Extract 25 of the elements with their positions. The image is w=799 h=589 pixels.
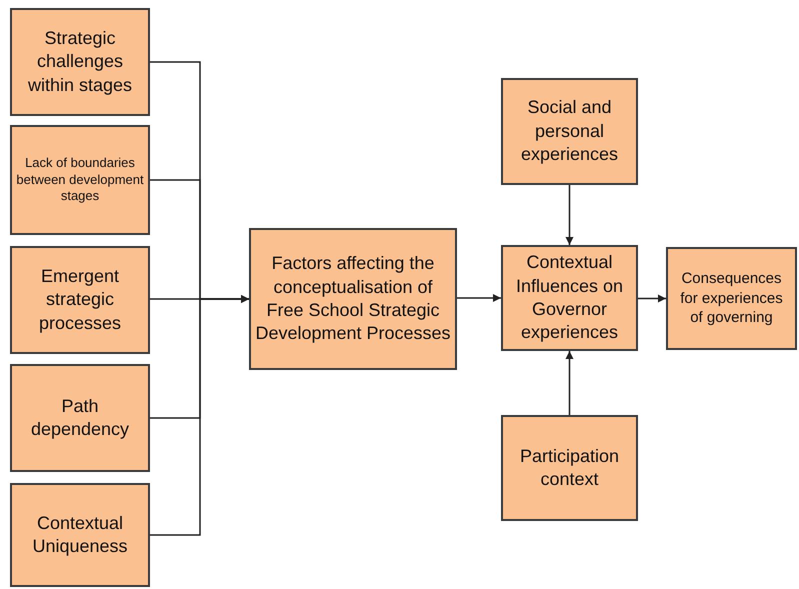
box-label: Factors affecting the conceptualisation of Free School Strategic Development Processes <box>255 252 451 346</box>
box-label: Consequences for experiences of governing <box>679 269 784 328</box>
arrow <box>457 294 501 302</box>
arrow <box>566 185 574 245</box>
arrow <box>566 351 574 415</box>
arrow <box>150 295 249 536</box>
process-box <box>501 78 638 185</box>
arrow <box>638 294 666 302</box>
box-label: Strategic challenges within stages <box>26 26 134 97</box>
process-box <box>249 228 457 370</box>
box-label: Lack of boundaries between development stages <box>16 154 144 206</box>
process-box <box>501 415 638 521</box>
process-box <box>501 245 638 351</box>
box-label: Path dependency <box>30 394 130 441</box>
box-label: Social and personal experiences <box>520 96 620 166</box>
box-label: Participation context <box>518 444 620 491</box>
process-box <box>10 364 150 472</box>
box-label: Contextual Uniqueness <box>31 512 129 558</box>
box-label: Emergent strategic processes <box>38 264 122 335</box>
box-label: Contextual Influences on Governor experiences <box>514 251 624 344</box>
process-box <box>666 247 797 350</box>
process-box <box>10 125 150 235</box>
process-box <box>10 483 150 587</box>
process-box <box>10 8 150 116</box>
process-box <box>10 246 150 354</box>
